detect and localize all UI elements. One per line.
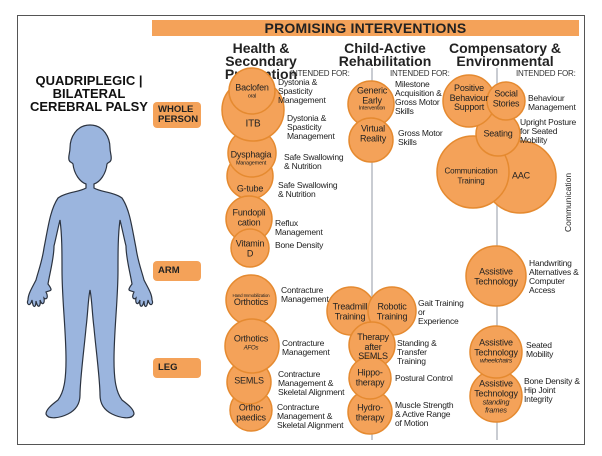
desc-seating: Upright Posture for Seated Mobility — [520, 117, 577, 145]
intervention-itb: ITB — [245, 118, 261, 130]
column-heading-rehab: Child-Active Rehabilitation — [338, 40, 432, 69]
intervention-treadmill-training: Treadmill Training — [332, 301, 368, 321]
intervention-therapy-after-semls: Therapy after SEMLS — [357, 331, 389, 361]
circle-assistive-technology-wheelchairs — [469, 325, 523, 379]
intervention-aac: AAC — [512, 170, 530, 181]
desc-hydrotherapy: Muscle Strength & Active Range of Motion — [395, 400, 454, 428]
desc-baclofen: Dystonia & Spasticity Management — [278, 77, 326, 105]
desc-therapy-after-semls: Standing & Transfer Training — [397, 338, 437, 366]
intervention-virtual-reality: Virtual Reality — [359, 123, 387, 143]
region-label-leg: LEG — [153, 358, 201, 378]
desc-social-stories: Behaviour Management — [528, 93, 576, 112]
circle-assistive-technology — [465, 245, 527, 307]
desc-virtual-reality: Gross Motor Skills — [398, 128, 443, 147]
intended-for-label-rehab: INTENDED FOR: — [390, 69, 450, 78]
desc-assistive-technology-wheelchairs: Seated Mobility — [526, 340, 554, 359]
desc-hand-orthotics: Contracture Management — [281, 285, 329, 304]
column-divider-1 — [371, 68, 373, 440]
desc-assistive-technology: Handwriting Alternatives & Computer Acce… — [529, 258, 579, 295]
page-title: QUADRIPLEGIC | BILATERAL CEREBRAL PALSY — [30, 73, 148, 114]
intervention-assistive-technology: Assistive Technology — [474, 266, 518, 286]
circle-virtual-reality — [348, 117, 394, 163]
intervention-seating: Seating — [483, 128, 513, 139]
intervention-vitamin-d: Vitamin D — [235, 238, 265, 258]
circle-orthotics-afos — [224, 318, 280, 374]
desc-semls: Contracture Management & Skeletal Alignm… — [278, 369, 345, 397]
intended-for-label-compensatory: INTENDED FOR: — [516, 69, 576, 78]
desc-generic-early-intervention: Milestone Acquisition & Gross Motor Skil… — [395, 79, 442, 116]
desc-g-tube: Safe Swallowing & Nutrition — [278, 180, 338, 199]
intervention-robotic-training: Robotic Training — [376, 301, 408, 321]
intervention-communication-training: Communication Training — [444, 166, 498, 186]
circle-vitamin-d — [230, 228, 270, 268]
banner-title: PROMISING INTERVENTIONS — [152, 20, 579, 36]
desc-vitamin-d: Bone Density — [275, 240, 324, 250]
region-label-arm: ARM — [153, 261, 201, 281]
child-body-silhouette-icon — [26, 124, 154, 419]
desc-assistive-technology-standing-frames: Bone Density & Hip Joint Integrity — [524, 376, 580, 404]
intervention-semls: SEMLS — [234, 375, 264, 386]
desc-orthotics-afos: Contracture Management — [282, 338, 330, 357]
intervention-hydrotherapy: Hydro- therapy — [355, 402, 385, 422]
intended-for-label-health: INTENDED FOR: — [290, 69, 350, 78]
intervention-hippotherapy: Hippo- therapy — [355, 367, 385, 387]
desc-itb: Dystonia & Spasticity Management — [287, 113, 335, 141]
desc-hippotherapy: Postural Control — [395, 373, 453, 383]
circle-hippotherapy — [348, 356, 392, 400]
column-heading-compensatory: Compensatory & Environmental — [448, 40, 562, 69]
desc-fundoplication: Reflux Management — [275, 218, 323, 237]
circle-social-stories — [486, 81, 526, 121]
desc-dysphagia: Safe Swallowing & Nutrition — [284, 152, 344, 171]
region-label-whole-person: WHOLE PERSON — [153, 102, 201, 128]
intervention-fundoplication: Fundopli cation — [232, 207, 266, 227]
intervention-positive-behaviour-support: Positive Behaviour Support — [449, 82, 489, 112]
intervention-orthopaedics: Ortho- paedics — [236, 402, 266, 422]
circle-baclofen — [228, 67, 276, 115]
group-label-communication: Communication — [563, 172, 573, 232]
intervention-social-stories: Social Stories — [492, 88, 520, 108]
desc-orthopaedics: Contracture Management & Skeletal Alignm… — [277, 402, 344, 430]
desc-robotic-training: Gait Training or Experience — [418, 298, 464, 326]
intervention-g-tube: G-tube — [236, 183, 264, 194]
